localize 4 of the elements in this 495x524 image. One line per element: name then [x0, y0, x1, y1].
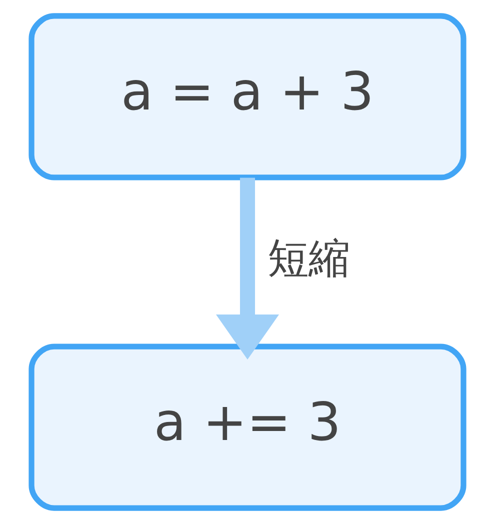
arrow — [216, 178, 280, 360]
edge-label: 短縮 — [268, 234, 350, 283]
node-box: a += 3 — [28, 344, 466, 511]
node-box: a = a + 3 — [28, 13, 466, 180]
